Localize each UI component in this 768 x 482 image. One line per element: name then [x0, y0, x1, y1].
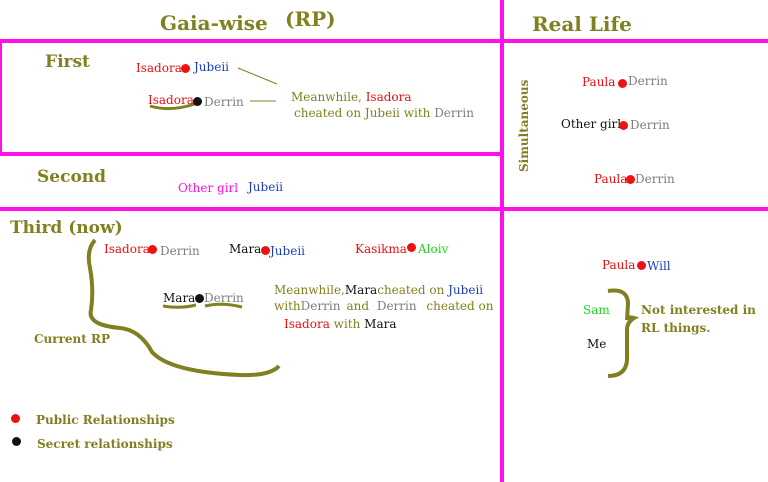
rl-r2-right: Derrin — [630, 118, 670, 132]
rl-r3-left: Paula — [594, 172, 628, 186]
underline-derrin — [204, 302, 243, 309]
third-p3-right: Aloiv — [418, 242, 449, 256]
secret-dot — [193, 97, 202, 106]
rl-not-interested-line2: RL things. — [641, 321, 711, 335]
secret-dot — [195, 294, 204, 303]
first-row1-left: Isadora — [136, 61, 182, 75]
legend-secret-label: Secret relationships — [37, 437, 173, 451]
rl-me: Me — [587, 337, 607, 351]
legend-public-label: Public Relationships — [36, 413, 175, 427]
header-gaia-wise: Gaia-wise — [160, 11, 268, 35]
section-second: Second — [37, 167, 107, 187]
first-note-line2: cheated on Jubeii with Derrin — [294, 106, 474, 120]
public-dot — [618, 79, 627, 88]
rl-r4-left: Paula — [602, 258, 636, 272]
rl-sam: Sam — [583, 303, 610, 317]
public-dot — [181, 64, 190, 73]
rl-r1-right: Derrin — [628, 74, 668, 88]
third-p1-left: Isadora — [104, 242, 150, 256]
public-dot — [407, 243, 416, 252]
public-dot — [148, 245, 157, 254]
legend-public-dot — [11, 414, 20, 423]
rl-not-interested-line1: Not interested in — [641, 303, 756, 317]
first-note-line1: Meanwhile, Isadora — [291, 90, 412, 104]
rl-r1-left: Paula — [582, 75, 616, 89]
rl-r2-left: Other girl — [561, 117, 622, 131]
section-third: Third (now) — [10, 218, 123, 238]
third-p4-right: Derrin — [204, 291, 244, 305]
rl-r3-right: Derrin — [635, 172, 675, 186]
section-first: First — [45, 52, 90, 72]
third-note-line1: Meanwhile,Maracheated on Jubeii — [274, 283, 484, 297]
public-dot — [261, 246, 270, 255]
current-rp-label: Current RP — [34, 332, 110, 346]
not-interested-brace — [607, 288, 640, 378]
simultaneous-label: Simultaneous — [517, 79, 531, 172]
public-dot — [637, 261, 646, 270]
connector-1 — [237, 67, 278, 85]
current-rp-bracket — [86, 238, 281, 378]
public-dot — [619, 121, 628, 130]
header-rp: (RP) — [285, 7, 336, 31]
third-p2-right: Jubeii — [270, 244, 305, 258]
third-p1-right: Derrin — [160, 244, 200, 258]
underline-isadora-derrin — [149, 102, 196, 111]
third-p3-left: Kasikma — [355, 242, 407, 256]
public-dot — [626, 175, 635, 184]
legend-secret-dot — [12, 437, 21, 446]
first-row1-right: Jubeii — [194, 60, 229, 74]
third-p4-left: Mara — [163, 291, 196, 305]
second-left: Other girl — [178, 181, 239, 195]
second-right: Jubeii — [248, 180, 283, 194]
header-real-life: Real Life — [532, 12, 632, 36]
underline-mara — [162, 303, 197, 309]
first-row2-right: Derrin — [204, 95, 244, 109]
rl-r4-right: Will — [647, 259, 671, 273]
third-note-line3: Isadora with Mara — [284, 317, 397, 331]
third-p2-left: Mara — [229, 242, 262, 256]
first-row2-left: Isadora — [148, 93, 194, 107]
